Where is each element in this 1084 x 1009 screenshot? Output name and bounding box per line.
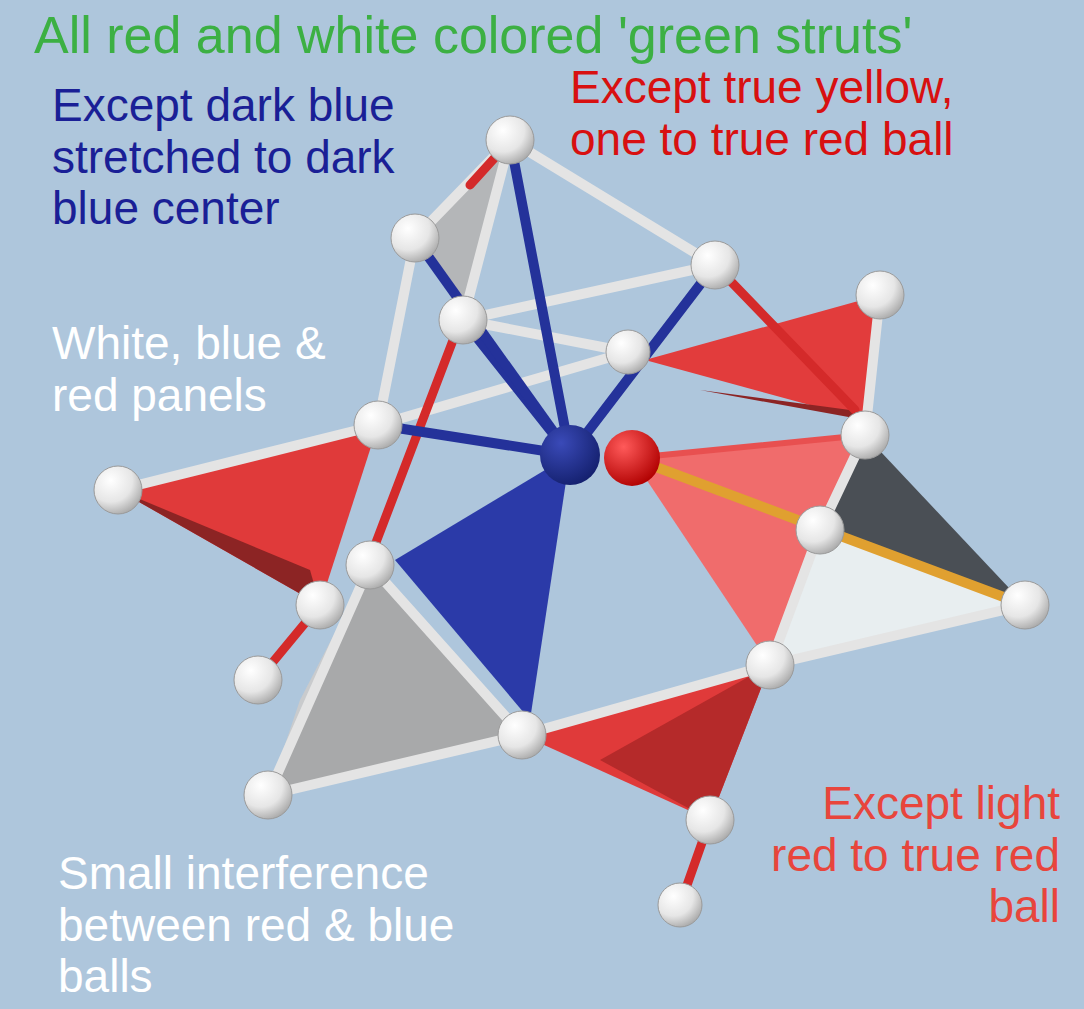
white-strut [463, 140, 510, 320]
white-ball [498, 711, 546, 759]
white-ball [856, 271, 904, 319]
white-ball [746, 641, 794, 689]
annotation-label: Except true yellow, one to true red ball [570, 62, 970, 165]
annotation-label: Small interference between red & blue ba… [58, 848, 478, 1003]
red-strut [715, 265, 855, 410]
red-panel [118, 425, 378, 605]
blue-ball [540, 425, 600, 485]
red-ball [604, 430, 660, 486]
white-ball [296, 581, 344, 629]
red-strut [632, 435, 865, 458]
white-ball [244, 771, 292, 819]
white-ball [841, 411, 889, 459]
white-strut [118, 425, 378, 490]
white-strut [522, 665, 770, 735]
white-ball [391, 214, 439, 262]
blue-strut [415, 238, 570, 455]
white-ball [796, 506, 844, 554]
white-strut [268, 565, 370, 795]
red-panel-shade [118, 490, 320, 605]
yellow-strut [632, 458, 1025, 605]
white-ball [439, 296, 487, 344]
annotation-label: Except light red to true red ball [770, 778, 1060, 933]
white-strut [268, 735, 522, 795]
white-ball [354, 401, 402, 449]
white-strut [378, 238, 415, 425]
white-ball [346, 541, 394, 589]
white-ball [686, 796, 734, 844]
blue-strut [570, 265, 715, 455]
white-ball [1001, 581, 1049, 629]
white-ball [486, 116, 534, 164]
white-ball [94, 466, 142, 514]
white-panel-shade [268, 565, 370, 795]
title-text: All red and white colored 'green struts' [34, 6, 912, 64]
white-ball [691, 241, 739, 289]
white-ball [234, 656, 282, 704]
white-strut [770, 605, 1025, 665]
red-panel [522, 665, 770, 820]
annotation-label: White, blue & red panels [52, 318, 372, 421]
white-ball [606, 330, 650, 374]
blue-panel [395, 455, 570, 720]
annotation-label: Except dark blue stretched to dark blue … [52, 80, 402, 235]
white-ball [658, 883, 702, 927]
white-strut [370, 565, 522, 735]
